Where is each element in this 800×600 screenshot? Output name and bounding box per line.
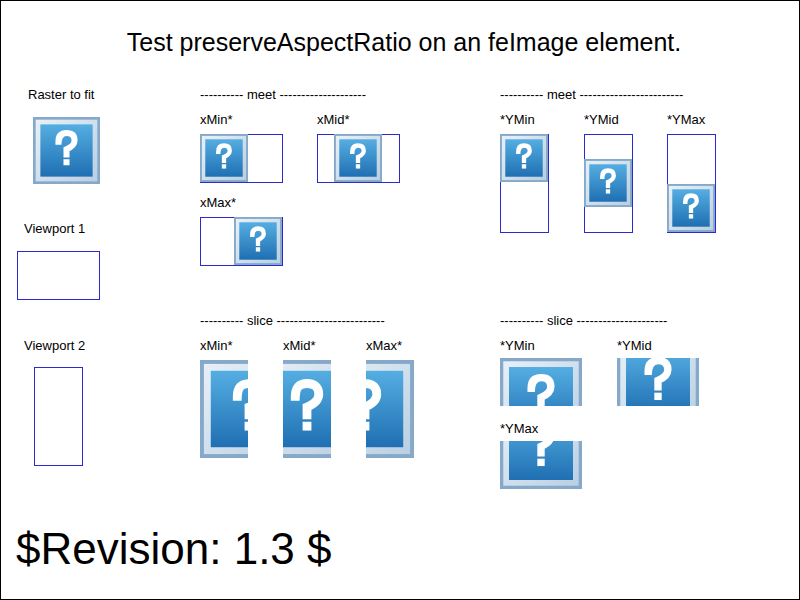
viewport-rect: [201, 218, 283, 266]
case-label: *YMax: [667, 112, 705, 128]
viewport-rect: [35, 368, 83, 466]
meet-x-cases: [200, 134, 400, 266]
page-title: Test preserveAspectRatio on an feImage e…: [4, 27, 800, 57]
case-label: xMin*: [200, 112, 233, 128]
viewport-rect: [201, 135, 283, 183]
sliced-icon: [617, 358, 699, 406]
slice-x-cases: [200, 360, 414, 458]
section-header: ---------- slice ---------------------: [500, 313, 667, 329]
raster-icon: [234, 217, 282, 265]
raster-icon: [500, 358, 582, 406]
raster-icon: [617, 358, 699, 406]
raster-icon: [200, 360, 248, 458]
viewport-rect: [501, 135, 549, 233]
sliced-icon: [366, 360, 414, 458]
viewport-rect: [585, 135, 633, 233]
raster-icon: [584, 159, 632, 207]
viewport-rect: [668, 135, 716, 233]
case-label: *YMid: [584, 112, 619, 128]
viewport-rect: [318, 135, 400, 183]
case-label: xMax*: [366, 338, 402, 354]
case-label: *YMid: [617, 338, 652, 354]
case-label: xMid*: [283, 338, 316, 354]
meet-y-cases: [500, 134, 716, 233]
raster-icon: [200, 134, 248, 182]
sliced-icon: [283, 360, 331, 458]
raster-icon: [33, 117, 100, 184]
raster-icon: [500, 441, 582, 489]
panel-label: Viewport 1: [24, 221, 85, 237]
panel-label: Raster to fit: [28, 87, 94, 103]
viewport-rect: [18, 252, 100, 300]
case-label: xMax*: [200, 195, 236, 211]
section-header: ---------- slice -----------------------…: [200, 313, 385, 329]
raster-icon: [667, 184, 715, 232]
raster-icon: [366, 360, 414, 458]
raster-icon: [500, 134, 548, 182]
slice-y-cases: [500, 341, 699, 489]
case-label: *YMin: [500, 112, 535, 128]
section-header: ---------- meet ------------------------: [500, 87, 683, 103]
panel-label: Viewport 2: [24, 338, 85, 354]
case-label: *YMin: [500, 338, 535, 354]
sliced-icon: [500, 441, 582, 489]
section-header: ---------- meet --------------------: [200, 87, 366, 103]
sliced-icon: [200, 360, 248, 458]
case-label: xMid*: [317, 112, 350, 128]
case-label: *YMax: [500, 421, 538, 437]
sliced-icon: [500, 358, 582, 406]
raster-icon: [283, 360, 331, 458]
revision-label: $Revision: 1.3 $: [16, 523, 332, 576]
case-label: xMin*: [200, 338, 233, 354]
raster-icon: [334, 134, 382, 182]
